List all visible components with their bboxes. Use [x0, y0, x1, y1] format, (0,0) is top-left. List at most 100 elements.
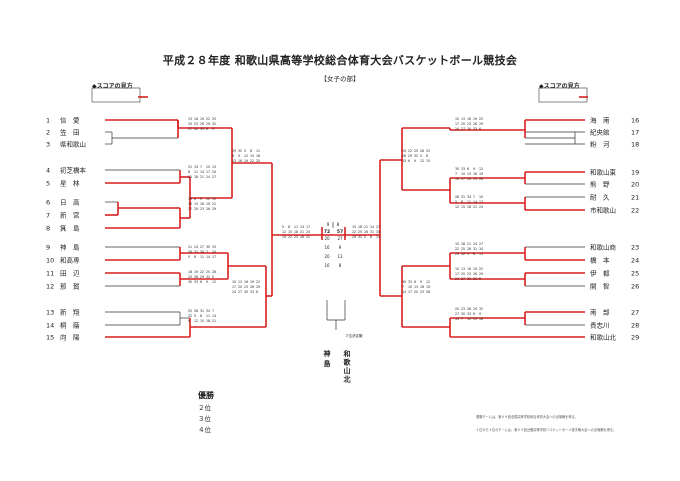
- score-cell: 27: [479, 242, 483, 246]
- score-cell: 20: [212, 170, 216, 174]
- page-title: 平成２８年度 和歌山県高等学校総合体育大会バスケットボール競技会: [162, 54, 518, 67]
- score-cell: 8: [188, 170, 190, 174]
- team-number-left: 11: [46, 270, 54, 278]
- score-cell: 13: [473, 317, 477, 321]
- score-cell: 28: [212, 270, 216, 274]
- score-cell: 10: [461, 172, 465, 176]
- score-cell: 22: [200, 270, 204, 274]
- score-cell: 13: [414, 285, 418, 289]
- score-cell: 12: [455, 205, 459, 209]
- score-cell: 15: [200, 319, 204, 323]
- score-cell: 21: [212, 319, 216, 323]
- score-cell: 22: [479, 267, 483, 271]
- score-cell: 29: [479, 122, 483, 126]
- score-cell: 25: [212, 117, 216, 121]
- score-cell: 28: [455, 195, 459, 199]
- score-cell: 7: [461, 317, 463, 321]
- score-cell: 23: [473, 177, 477, 181]
- score-cell: 25: [188, 309, 192, 313]
- score-cell: 18: [194, 175, 198, 179]
- score-cell: 24: [206, 175, 210, 179]
- score-cell: 17: [212, 255, 216, 259]
- final-team-right-char: 和: [343, 349, 351, 358]
- team-name-right: 伊 都: [590, 269, 610, 278]
- score-cell: 22: [212, 202, 216, 206]
- score-cell: 6: [479, 277, 481, 281]
- score-cell: 23: [200, 207, 204, 211]
- score-cell: 25: [414, 149, 418, 153]
- score-cell: 24: [455, 277, 459, 281]
- score-cell: 31: [306, 235, 310, 239]
- score-cell: 15: [212, 197, 216, 201]
- score-cell: 8: [200, 314, 202, 318]
- score-cell: 7: [200, 165, 202, 169]
- score-cell: 29: [212, 207, 216, 211]
- score-cell: 14: [455, 177, 459, 181]
- team-name-left: 桐 蔭: [60, 321, 80, 330]
- score-cell: 32: [479, 307, 483, 311]
- score-cell: 12: [212, 280, 216, 284]
- score-cell: 17: [206, 170, 210, 174]
- score-cell: 26: [194, 275, 198, 279]
- score-cell: 14: [206, 255, 210, 259]
- team-number-left: 7: [46, 212, 50, 220]
- legend-label-right: ◆スコアの見方: [539, 83, 580, 90]
- score-cell: 22: [256, 280, 260, 284]
- score-cell: 30: [467, 127, 471, 131]
- score-cell: 34: [479, 247, 483, 251]
- score-cell: 10: [467, 317, 471, 321]
- score-cell: 26: [473, 122, 477, 126]
- score-cell: 5: [420, 154, 422, 158]
- rank-third: ３位: [198, 415, 211, 423]
- score-cell: 5: [212, 275, 214, 279]
- score-cell: 6: [206, 127, 208, 131]
- score-cell: 6: [473, 312, 475, 316]
- score-cell: 34: [376, 230, 380, 234]
- team-number-right: 17: [631, 129, 639, 137]
- score-cell: 26: [426, 290, 430, 294]
- score-cell: 26: [250, 285, 254, 289]
- score-cell: 12: [244, 154, 248, 158]
- team-number-left: 15: [46, 334, 54, 342]
- final-team-right-char: 歌: [344, 358, 352, 367]
- team-number-left: 12: [46, 283, 54, 291]
- team-name-right: 紀央館: [590, 128, 610, 137]
- final-quarter-left: 20: [324, 236, 330, 241]
- score-cell: 30: [402, 280, 406, 284]
- score-cell: 10: [206, 165, 210, 169]
- score-cell: 20: [461, 122, 465, 126]
- score-cell: 33: [402, 159, 406, 163]
- division-label: 【女子の部】: [320, 75, 360, 83]
- final-score-mark: 9: [327, 222, 330, 227]
- score-cell: 26: [206, 207, 210, 211]
- score-cell: 15: [250, 154, 254, 158]
- score-cell: 10: [479, 195, 483, 199]
- score-cell: 10: [188, 202, 192, 206]
- score-cell: 12: [479, 167, 483, 171]
- score-cell: 5: [455, 200, 457, 204]
- score-cell: 28: [194, 309, 198, 313]
- score-cell: 28: [420, 149, 424, 153]
- score-cell: 19: [244, 159, 248, 163]
- final-team-left-char: 島: [324, 359, 331, 368]
- score-cell: 24: [232, 290, 236, 294]
- score-cell: 30: [461, 312, 465, 316]
- score-cell: 8: [461, 200, 463, 204]
- score-cell: 10: [455, 267, 459, 271]
- team-number-right: 21: [631, 194, 639, 202]
- score-cell: 29: [473, 307, 477, 311]
- score-cell: 18: [294, 230, 298, 234]
- team-number-left: 5: [46, 180, 50, 188]
- score-cell: 22: [455, 247, 459, 251]
- team-name-left: 初芝橋本: [60, 166, 87, 175]
- score-cell: 9: [200, 197, 202, 201]
- team-name-right: 市和歌山: [590, 206, 616, 215]
- score-cell: 32: [188, 314, 192, 318]
- score-cell: 21: [300, 230, 304, 234]
- score-cell: 16: [188, 270, 192, 274]
- score-cell: 33: [212, 245, 216, 249]
- score-cell: 17: [306, 225, 310, 229]
- final-quarter-left: 16: [324, 245, 330, 250]
- score-cell: 13: [194, 202, 198, 206]
- team-number-left: 13: [46, 309, 54, 317]
